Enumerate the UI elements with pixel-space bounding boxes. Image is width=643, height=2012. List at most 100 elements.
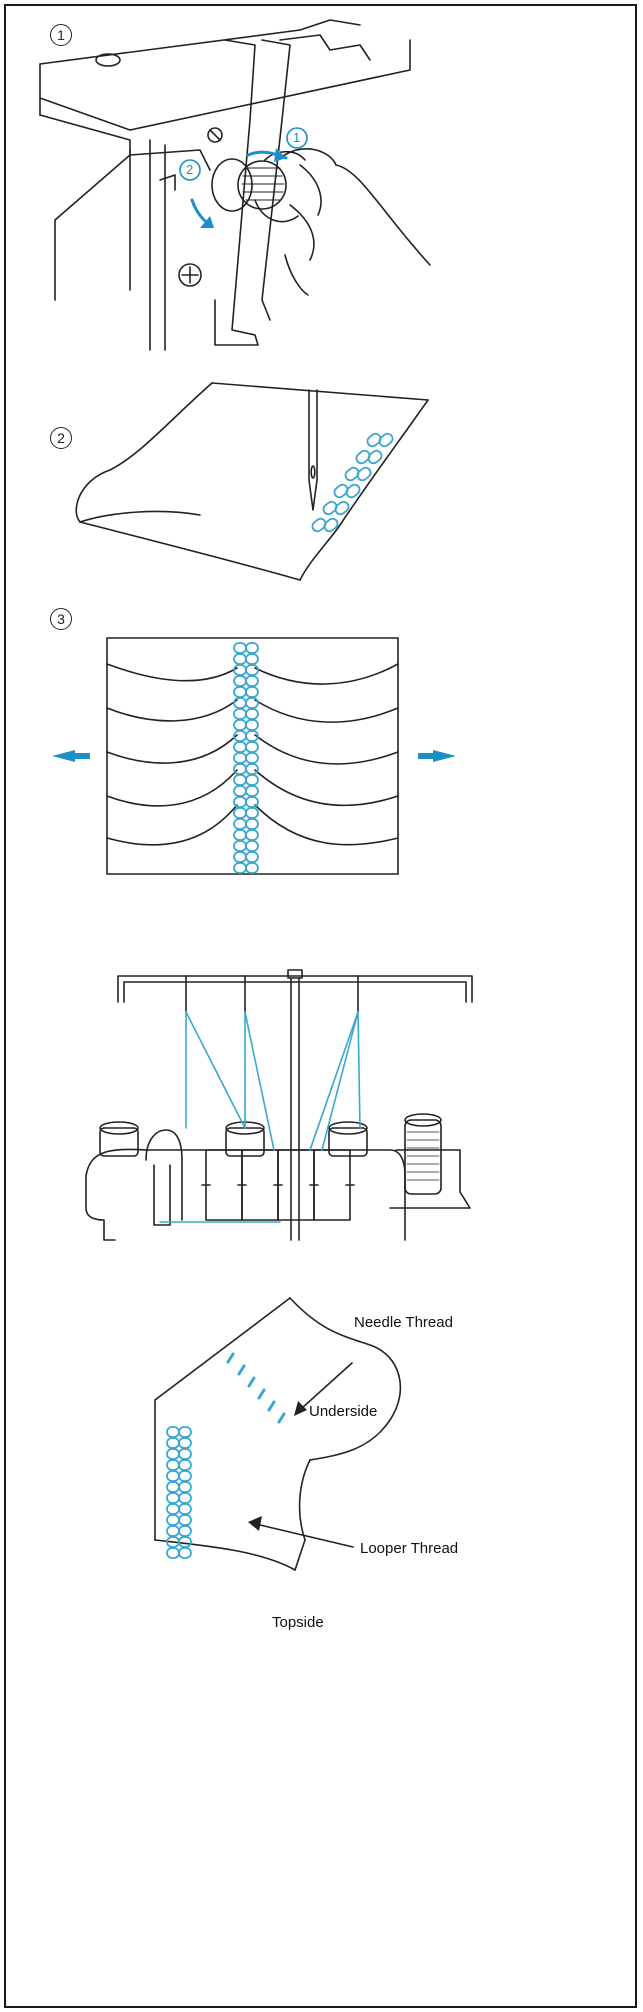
panel-5-seam [154,1297,402,1571]
stitch-loop [245,686,259,698]
needle-thread-label: Needle Thread [354,1314,453,1331]
panel-3-fabric [106,637,399,875]
stitch-loop [245,862,259,874]
stitch-loop [233,818,247,830]
knob-arrow-2-head [200,216,214,228]
stitch-loop [245,851,259,863]
stitch-loop [311,517,327,533]
stitch-loop [356,466,372,482]
knob-arrow-2-badge [179,159,201,181]
stitch-loop [178,1459,192,1471]
diagram-sheet [4,4,637,2008]
stitch-loop [245,730,259,742]
panel-4-thread-stand [85,969,473,1241]
label-pointers [259,1362,354,1548]
stitch-loop [178,1470,192,1482]
knob-arrow-2-label: 2 [186,162,194,177]
stitch-loop [233,741,247,753]
stitch-loop [166,1448,180,1460]
stitch-loop [245,697,259,709]
stitch-loop [166,1459,180,1471]
stitch-loop [178,1514,192,1526]
stitch-loop [245,829,259,841]
stitch-loop [245,840,259,852]
stitch-loop [344,466,360,482]
stitch-loop [245,818,259,830]
stitch-loop [245,807,259,819]
stitch-loop [322,500,338,516]
stitch-loop [245,653,259,665]
pull-left-arrow [52,750,75,762]
stitch-loop [245,675,259,687]
stitch-loop [233,752,247,764]
stitch-loop [178,1492,192,1504]
stitch-loop [233,829,247,841]
stitch-loop [245,774,259,786]
stitch-loop [245,708,259,720]
stitch-loop [366,432,382,448]
stitch-loop [233,697,247,709]
pull-right-arrow [433,750,456,762]
stitch-loop [178,1536,192,1548]
stitch-loop [233,675,247,687]
stitch-loop [245,752,259,764]
stitch-loop [245,796,259,808]
stitch-loop [245,719,259,731]
needle-thread-stitches [226,1352,286,1424]
stitch-loop [355,449,371,465]
stitch-loop [178,1448,192,1460]
stitch-loop [233,840,247,852]
stitch-loop [166,1426,180,1438]
stitch-loop [233,664,247,676]
panel-1-machine [39,19,431,351]
stitch-loop [178,1525,192,1537]
stitch-loop [233,774,247,786]
looper-thread-label: Looper Thread [360,1540,459,1557]
stitch-loop [245,642,259,654]
stitch-loop [334,500,350,516]
stitch-loop [166,1547,180,1559]
stitch-loop [333,483,349,499]
knob-arrow-1-badge [286,127,308,149]
step-3-number: 3 [50,608,72,630]
panel-2-fabric [75,382,429,581]
step-1-number: 1 [50,24,72,46]
stitch-loop [178,1426,192,1438]
stitch-chains [166,432,394,1559]
knob-arrow-1-label: 1 [293,130,301,145]
underside-label: Underside [309,1403,378,1420]
stitch-loop [166,1503,180,1515]
stitch-loop [166,1514,180,1526]
stitch-loop [323,517,339,533]
stitch-loop [166,1492,180,1504]
stitch-loop [233,686,247,698]
thread-paths [159,1011,361,1223]
stitch-loop [178,1481,192,1493]
stitch-loop [367,449,383,465]
stitch-loop [233,642,247,654]
stitch-loop [233,763,247,775]
stitch-loop [233,719,247,731]
stitch-loop [345,483,361,499]
stitch-loop [178,1503,192,1515]
stitch-loop [245,741,259,753]
knob-arrow-1-head [274,148,286,162]
stitch-loop [245,664,259,676]
stitch-loop [245,785,259,797]
stitch-loop [166,1437,180,1449]
stitch-loop [233,807,247,819]
stitch-loop [166,1525,180,1537]
stitch-loop [233,851,247,863]
stitch-loop [378,432,394,448]
stitch-loop [233,862,247,874]
stitch-loop [166,1470,180,1482]
stitch-loop [178,1547,192,1559]
step-2-number: 2 [50,427,72,449]
stitch-loop [233,653,247,665]
stitch-loop [233,785,247,797]
stitch-loop [233,708,247,720]
stitch-loop [166,1481,180,1493]
stitch-loop [245,763,259,775]
topside-label: Topside [272,1614,324,1631]
